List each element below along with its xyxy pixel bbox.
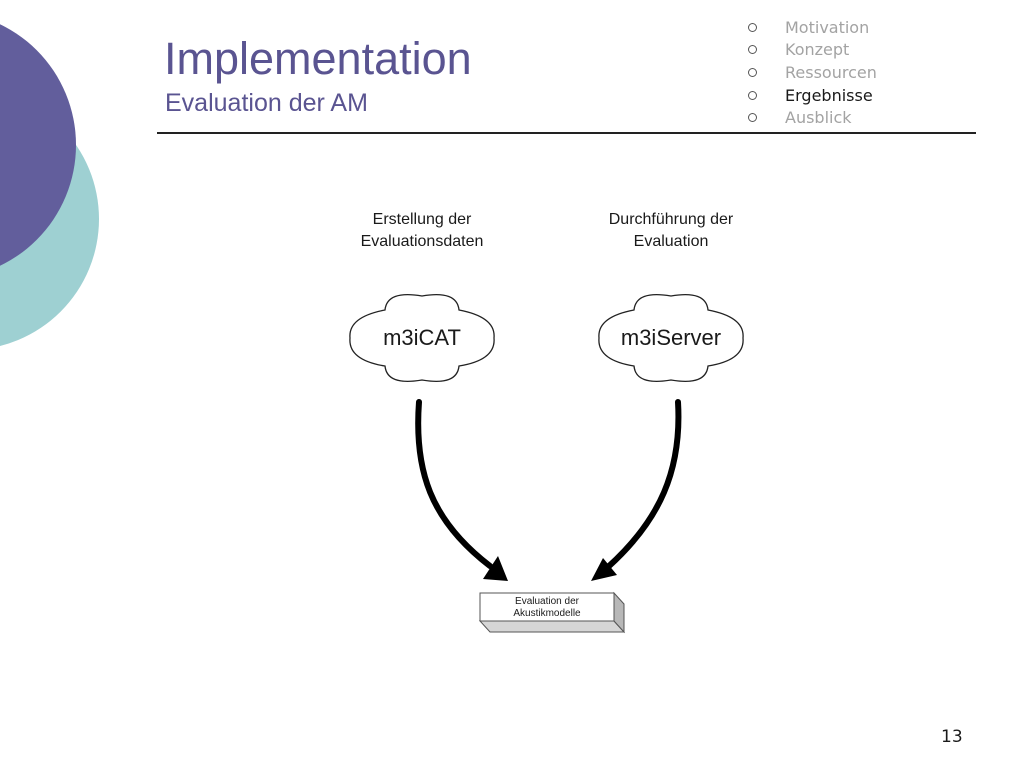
nav-item-label: Ressourcen (785, 62, 877, 82)
right-arrow-path (605, 399, 682, 570)
nav-item-ressourcen[interactable]: Ressourcen (748, 61, 877, 84)
left-caption-line1: Erstellung der (372, 211, 472, 228)
target-box-bottom (478, 620, 626, 633)
nav-item-label: Konzept (785, 40, 850, 60)
slide-subtitle: Evaluation der AM (165, 89, 368, 117)
target-box-front (479, 592, 615, 622)
bullet-icon (748, 45, 757, 55)
page-number: 13 (941, 727, 963, 747)
nav-item-ergebnisse[interactable]: Ergebnisse (748, 84, 877, 107)
nav-item-label: Ausblick (785, 108, 852, 128)
bullet-icon (748, 113, 757, 123)
decorative-circles (0, 24, 99, 346)
target-box-line1: Evaluation der (515, 596, 580, 607)
target-box-line2: Akustikmodelle (513, 608, 581, 619)
bullet-icon (748, 22, 757, 32)
right-caption-line1: Durchführung der (608, 211, 734, 228)
bullet-icon (748, 90, 757, 100)
left-caption-line2: Evaluationsdaten (360, 233, 484, 250)
header-divider (157, 132, 976, 134)
left-cloud-shape (349, 293, 495, 383)
nav-item-label: Ergebnisse (785, 85, 873, 105)
nav-item-konzept[interactable]: Konzept (748, 39, 877, 62)
section-nav: Motivation Konzept Ressourcen Ergebnisse… (748, 16, 877, 129)
nav-item-motivation[interactable]: Motivation (748, 16, 877, 39)
nav-item-ausblick[interactable]: Ausblick (748, 106, 877, 129)
left-cloud-label: m3iCAT (383, 325, 461, 350)
target-box: Evaluation der Akustikmodelle (478, 591, 626, 634)
bullet-icon (748, 67, 757, 77)
left-arrowhead (483, 556, 508, 581)
right-cloud-label: m3iServer (621, 325, 721, 350)
left-caption: Erstellung der Evaluationsdaten (342, 209, 502, 253)
right-caption-line2: Evaluation (633, 233, 709, 250)
nav-item-label: Motivation (785, 17, 870, 37)
right-cloud-shape (598, 293, 744, 383)
purple-circle (0, 24, 76, 266)
left-arrow-path (415, 399, 493, 569)
right-caption: Durchführung der Evaluation (591, 209, 751, 253)
right-arrowhead (591, 558, 617, 581)
slide-title: Implementation (164, 33, 472, 84)
